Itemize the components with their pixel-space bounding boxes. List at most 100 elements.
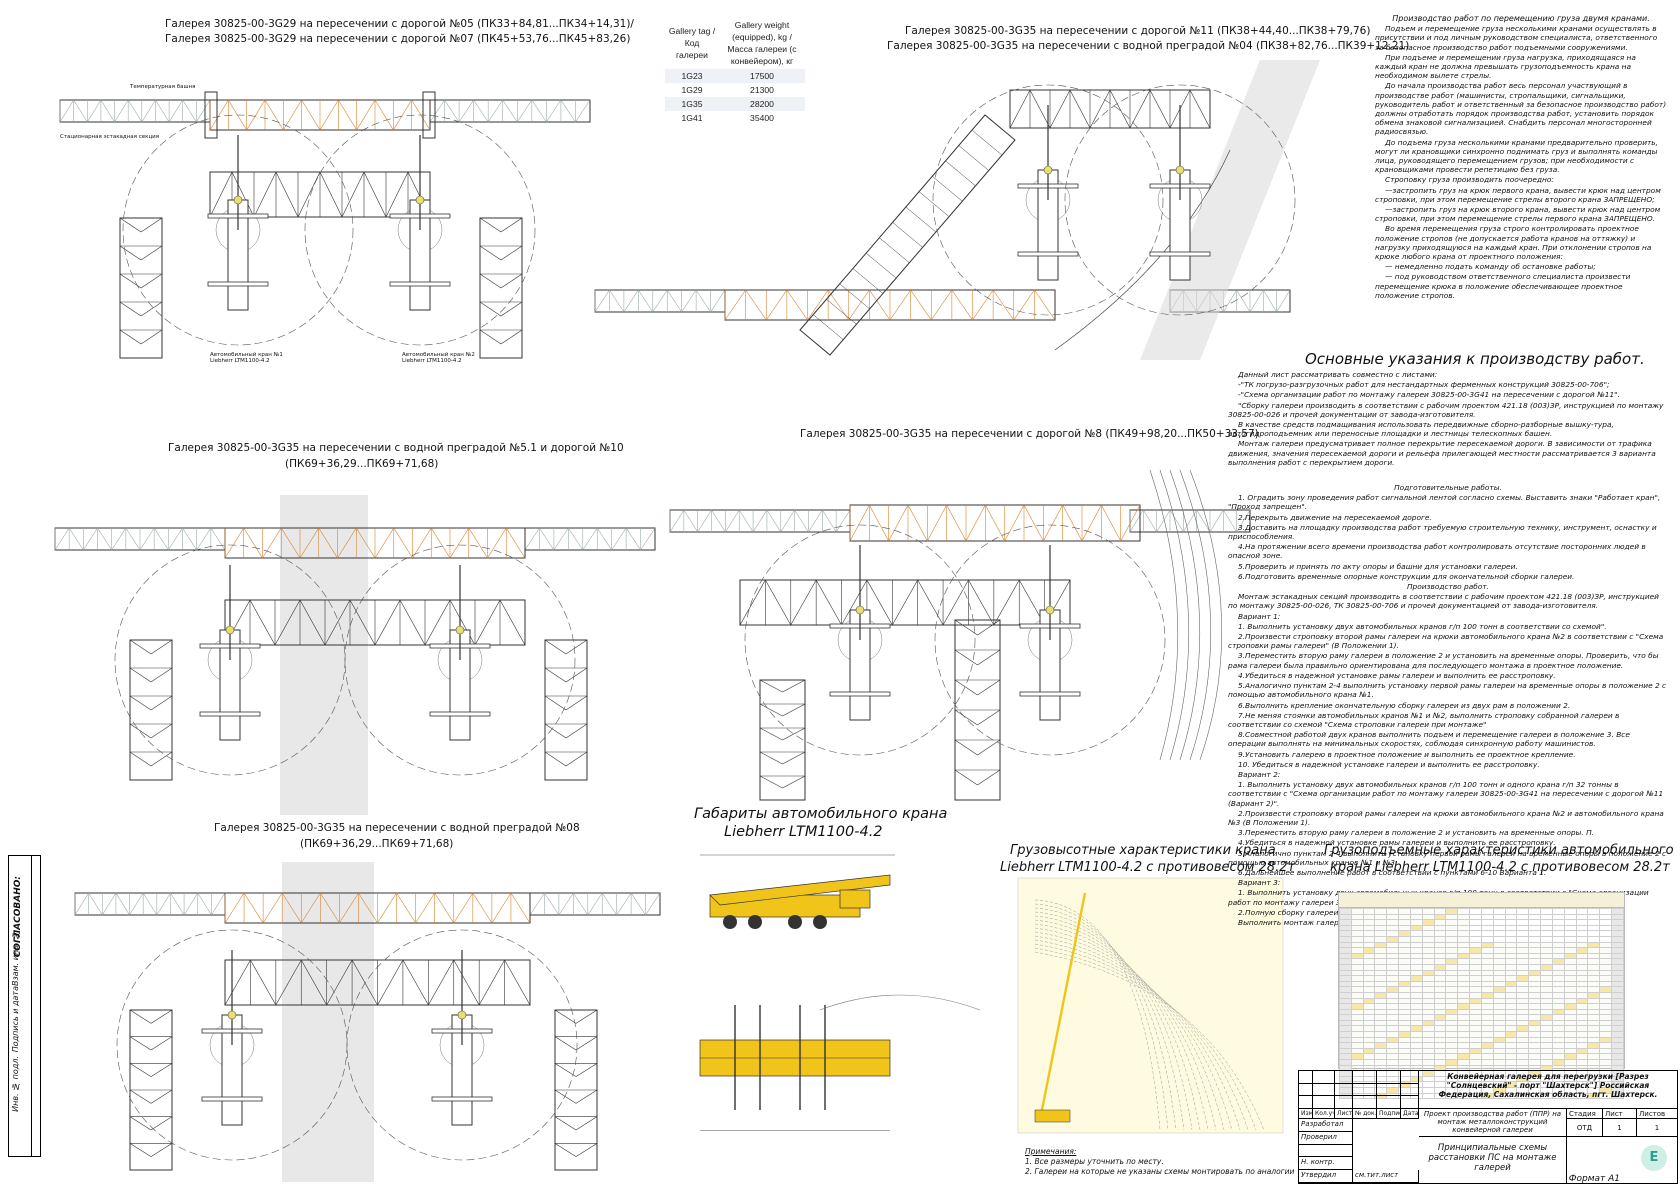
truss-member <box>1081 504 1102 542</box>
truss-member <box>1263 289 1277 313</box>
truss-member <box>453 959 480 1006</box>
load-chart-icons <box>1339 893 1624 908</box>
truss-member <box>129 892 144 916</box>
stamp-sheets-header: Листов <box>1637 1109 1677 1119</box>
truss-member <box>553 527 569 551</box>
note-paragraph: Подъем и перемещение груза несколькими к… <box>1375 24 1658 52</box>
truss-member <box>377 892 397 924</box>
road-curve <box>1149 469 1179 761</box>
dimension-line <box>700 1130 890 1131</box>
gallery-weight-table: Gallery tag / Код галереи Gallery weight… <box>665 17 805 125</box>
prep-heading: Подготовительные работы. <box>1394 483 1502 493</box>
work-paragraphs: Монтаж эстакадных секций производить в с… <box>1228 592 1668 927</box>
truss-member <box>150 667 173 683</box>
truss-member <box>927 504 947 542</box>
truss-member <box>374 99 394 131</box>
note-paragraph: 2.Произвести строповку второй рамы галер… <box>1228 808 1664 827</box>
truss-member <box>1143 509 1157 533</box>
truss-member <box>977 679 1001 696</box>
truss-member <box>468 527 488 559</box>
truss-member <box>356 99 376 131</box>
truss-member <box>759 751 783 765</box>
note-paragraph: Монтаж эстакадных секций производить в с… <box>1228 592 1659 611</box>
truss-member <box>140 329 163 345</box>
crane-outrigger <box>429 711 491 717</box>
truss-member <box>575 1089 598 1104</box>
truss-member <box>1169 509 1184 533</box>
footnote-item: 2. Галереи на которые не указаны схемы м… <box>1025 1167 1295 1177</box>
truss-member <box>616 892 632 916</box>
truss-member <box>739 579 766 626</box>
truss-member <box>790 579 817 626</box>
crane-dims-subtitle: Liebherr LTM1100-4.2 <box>724 824 883 840</box>
height-curve <box>1034 911 1185 1131</box>
stamp-col-header: Кол.уч <box>1313 1109 1335 1119</box>
truss-member <box>428 959 455 1006</box>
stamp-col-header: Лист <box>1335 1109 1353 1119</box>
stamp-subject: Проект производства работ (ППР) на монта… <box>1419 1109 1567 1137</box>
truss-member <box>695 289 711 313</box>
truss-member <box>794 509 809 533</box>
truss-member <box>119 245 142 261</box>
truss-member <box>479 245 502 261</box>
truss-member <box>942 579 969 626</box>
truss-member <box>393 99 412 131</box>
stamp-sheet: 1 <box>1603 1119 1637 1137</box>
truss-member <box>954 649 978 666</box>
truss-member <box>888 504 909 542</box>
truss-member <box>150 1036 173 1051</box>
note-paragraph: 4.Убедиться в надежной установке рамы га… <box>1238 838 1556 848</box>
note-paragraph: 6.Подготовить временные опорные конструк… <box>1238 571 1575 581</box>
stamp-project: Конвейерная галерея для перегрузки [Разр… <box>1419 1071 1677 1109</box>
crane-1-label: Автомобильный кран №1 Liebherr LTM1100-4… <box>210 352 283 364</box>
truss-member <box>472 892 493 924</box>
load-chart-title: Грузоподъемные характеристики автомобиль… <box>1324 843 1674 858</box>
note-paragraph: Монтаж галереи предусматривает полное пе… <box>1228 439 1656 467</box>
truss-member <box>1120 504 1141 542</box>
truss-member <box>139 527 155 551</box>
truss-member <box>554 1089 577 1104</box>
truss-member <box>865 252 897 279</box>
truss-member <box>168 99 183 123</box>
note-paragraph: 5.Проверить и принять по акту опоры и ба… <box>1238 561 1518 571</box>
truss-member <box>150 1063 173 1077</box>
height-curve <box>1034 903 1169 1131</box>
truss-member <box>196 99 211 123</box>
truss-member <box>1023 504 1044 542</box>
truss-member <box>554 1036 577 1051</box>
drawing-3-title: Галерея 30825-00-3G35 на пересечении с в… <box>168 442 624 454</box>
crane-work-zone <box>1064 84 1296 316</box>
truss-member <box>596 527 612 551</box>
logo-icon: E <box>1641 1145 1667 1171</box>
truss-member <box>889 289 911 321</box>
truss-member <box>544 695 567 711</box>
crane-hook-point <box>855 605 865 615</box>
note-paragraph: 1. Выполнить установку двух автомобильны… <box>1238 621 1607 631</box>
stamp-role <box>1299 1144 1353 1158</box>
truss-member <box>786 289 808 321</box>
truss-member <box>1034 289 1056 321</box>
truss-member <box>129 723 152 739</box>
truss-member <box>782 727 806 741</box>
truss-member <box>319 171 343 218</box>
truss-member <box>500 301 523 317</box>
truss-member <box>140 217 163 233</box>
truss-member <box>594 289 610 313</box>
crane-hook-point <box>455 625 465 635</box>
truss-member <box>765 579 792 626</box>
notes-top-paragraphs: Подъем и перемещение груза несколькими к… <box>1375 24 1667 300</box>
truss-member <box>224 527 245 559</box>
note-paragraph: 6.Выполнить крепление окончательную сбор… <box>1238 700 1571 710</box>
truss-member <box>565 695 588 711</box>
truss-member <box>153 527 169 551</box>
truss-member <box>301 99 321 131</box>
truss-member <box>275 959 302 1006</box>
truss-member <box>822 509 837 533</box>
truss-member <box>115 892 130 916</box>
truss-member <box>274 599 301 646</box>
truss-member <box>1149 89 1171 129</box>
stamp-ref: см.тит.лист <box>1353 1170 1419 1183</box>
truss-member <box>958 145 989 171</box>
note-paragraph: До начала производства работ весь персон… <box>1375 81 1667 137</box>
